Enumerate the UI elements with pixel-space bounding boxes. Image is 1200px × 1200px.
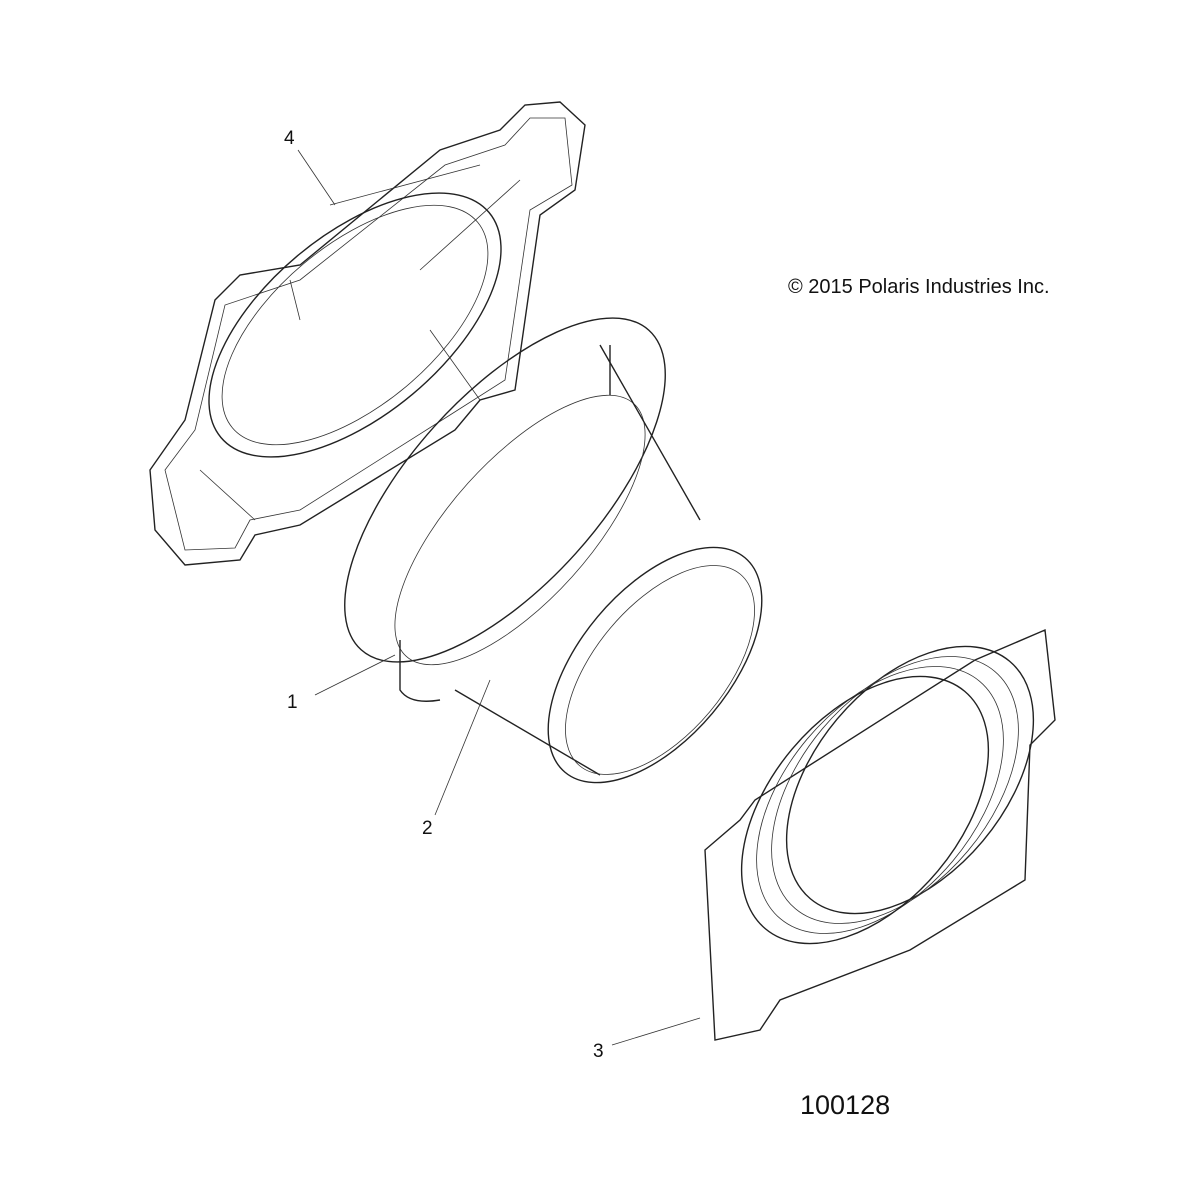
part-4-frame xyxy=(149,101,586,566)
part-1-2-duct xyxy=(344,317,763,784)
callout-4: 4 xyxy=(284,128,295,149)
callout-1: 1 xyxy=(287,692,298,713)
copyright-notice: © 2015 Polaris Industries Inc. xyxy=(788,276,1050,298)
part-3-adapter xyxy=(704,628,1056,1041)
leader-lines xyxy=(297,149,701,1046)
diagram-number: 100128 xyxy=(800,1090,891,1120)
callout-3: 3 xyxy=(593,1041,604,1062)
callout-2: 2 xyxy=(422,818,433,839)
